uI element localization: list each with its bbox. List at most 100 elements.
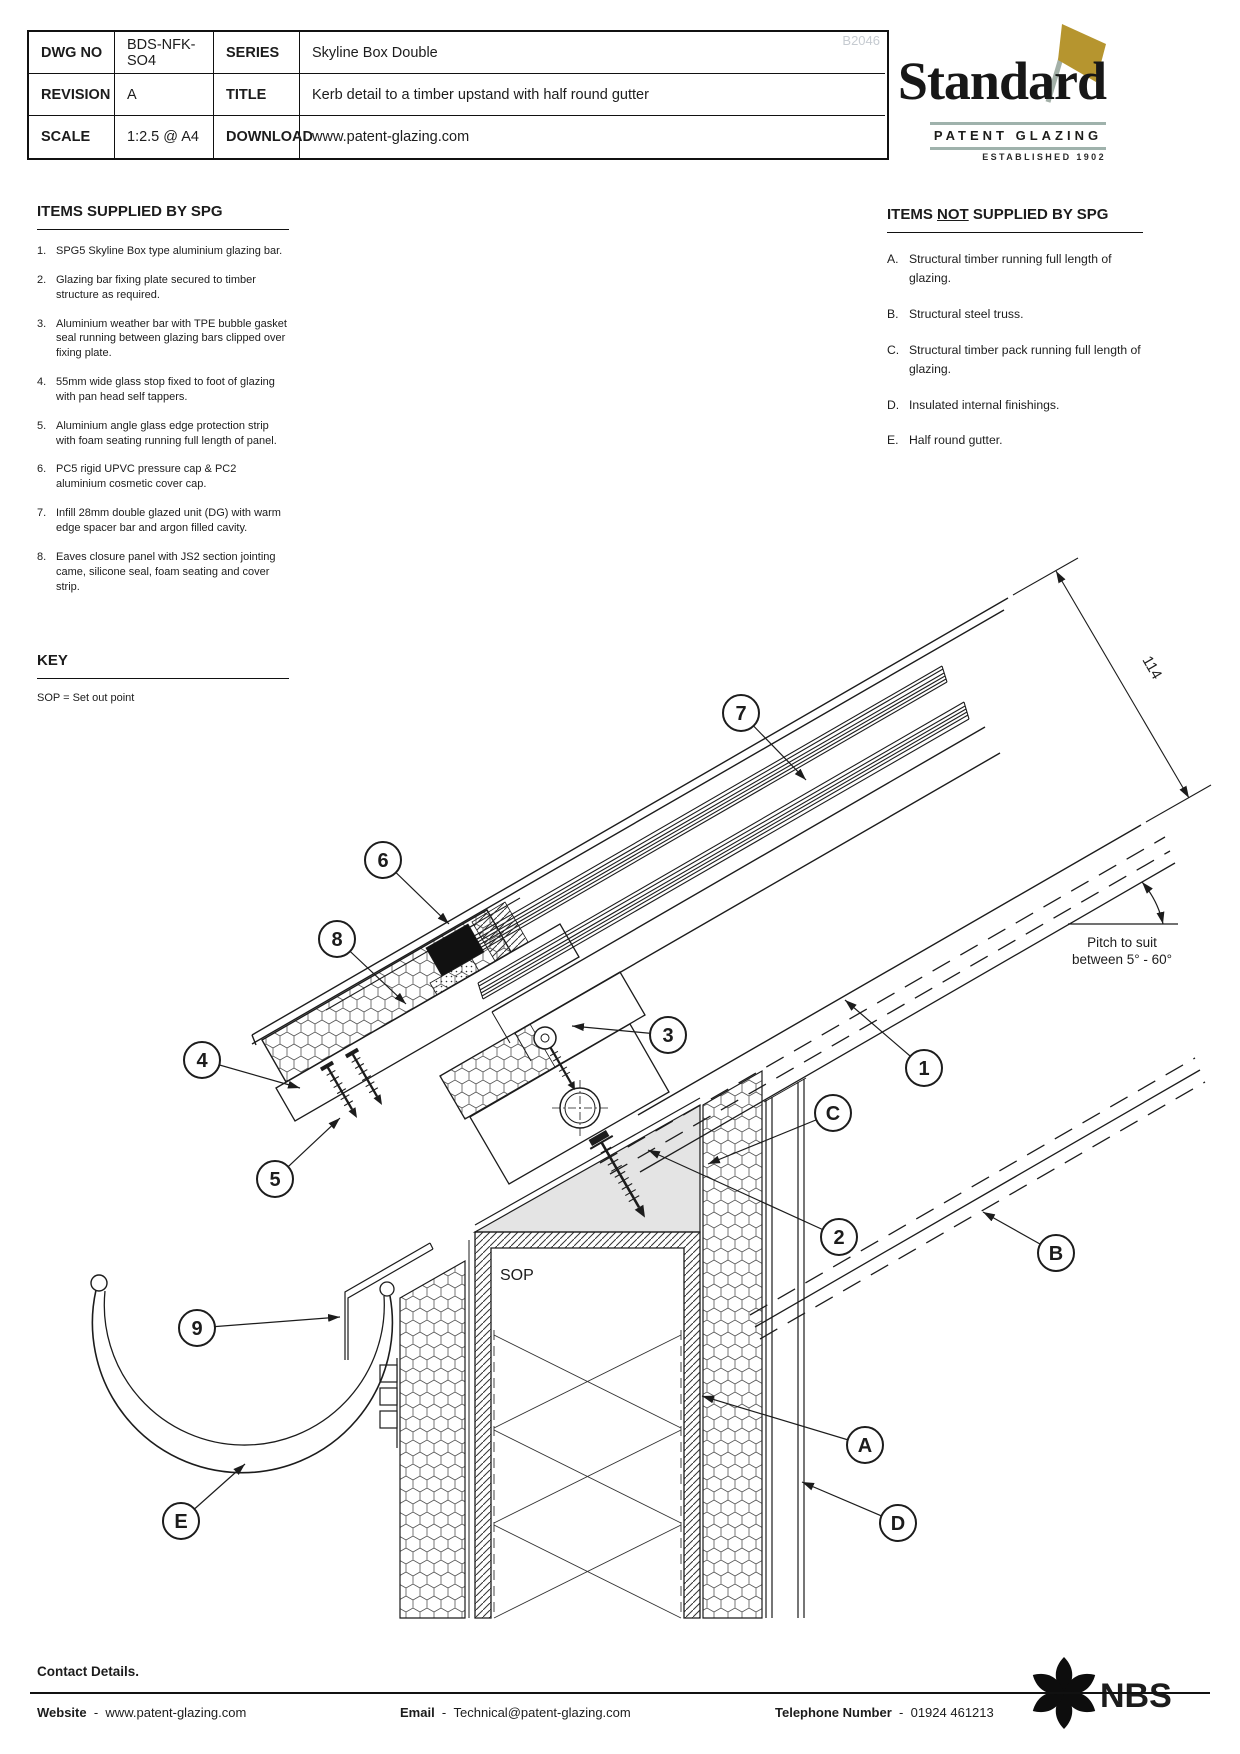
callout-balloon-3: 3 — [649, 1016, 687, 1054]
dimension-114-label: 114 — [1139, 653, 1166, 682]
callout-balloon-8: 8 — [318, 920, 356, 958]
fixing-bolt — [588, 1129, 645, 1218]
svg-text:D: D — [891, 1513, 905, 1535]
insulation-right-column — [702, 1069, 763, 1619]
footer-phone: Telephone Number - 01924 461213 — [775, 1705, 994, 1720]
callout-balloon-A: A — [846, 1426, 884, 1464]
scale-value: 1:2.5 @ A4 — [115, 116, 214, 158]
svg-text:2: 2 — [833, 1227, 844, 1249]
footer-website: Website - www.patent-glazing.com — [37, 1705, 247, 1720]
callout-balloon-C: C — [814, 1094, 852, 1132]
items-not-supplied-list: ITEMS NOT SUPPLIED BY SPG A.Structural t… — [887, 206, 1143, 450]
scale-label: SCALE — [29, 116, 115, 158]
key-heading: KEY — [37, 652, 289, 679]
glazing-lines — [251, 597, 1142, 1116]
list-item: D.Insulated internal finishings. — [887, 397, 1060, 412]
list-item: 7.Infill 28mm double glazed unit (DG) wi… — [37, 507, 281, 534]
pitch-text-line2: between 5° - 60° — [1072, 952, 1172, 967]
pitch-indicator — [1068, 881, 1178, 925]
logo-rule-bottom — [930, 147, 1106, 150]
glazing-bar-bolt-boss — [552, 1080, 608, 1136]
download-label: DOWNLOAD — [214, 116, 313, 158]
callout-balloons: 7 6 8 4 3 5 9 1 2 C B A D E — [162, 694, 1075, 1542]
callout-balloon-7: 7 — [722, 694, 760, 732]
callout-balloon-1: 1 — [905, 1049, 943, 1087]
list-item: 4.55mm wide glass stop fixed to foot of … — [37, 376, 275, 403]
steel-truss-lines — [599, 836, 1206, 1340]
nbs-flower-icon — [1032, 1657, 1096, 1729]
gasket-seal-blocks — [425, 901, 529, 996]
title-block-table: DWG NO BDS-NFK-SO4 SERIES Skyline Box Do… — [27, 30, 889, 160]
footer-email: Email - Technical@patent-glazing.com — [400, 1705, 631, 1720]
insulation-left-column — [399, 1259, 466, 1619]
logo-wordmark: Standard — [897, 51, 1107, 111]
svg-text:1: 1 — [918, 1058, 929, 1080]
phone-value: 01924 461213 — [910, 1705, 994, 1720]
list-item: 5.Aluminium angle glass edge protection … — [37, 419, 277, 447]
callout-balloon-E: E — [162, 1502, 200, 1540]
dwg-no-value: BDS-NFK-SO4 — [115, 32, 214, 74]
list-item: 1.SPG5 Skyline Box type aluminium glazin… — [37, 245, 283, 257]
logo-established: ESTABLISHED 1902 — [982, 152, 1106, 162]
title-value: Kerb detail to a timber upstand with hal… — [300, 74, 885, 116]
callout-balloon-2: 2 — [820, 1218, 858, 1256]
svg-text:6: 6 — [377, 850, 388, 872]
sheet-watermark: B2046 — [842, 33, 880, 48]
download-value: www.patent-glazing.com — [312, 129, 470, 145]
callout-balloon-6: 6 — [364, 841, 402, 879]
key-text: SOP = Set out point — [37, 692, 135, 704]
logo-rule-top — [930, 122, 1106, 125]
callout-balloon-5: 5 — [256, 1160, 294, 1198]
list-item: 6.PC5 rigid UPVC pressure cap & PC2 alum… — [37, 463, 237, 491]
svg-text:B: B — [1049, 1243, 1063, 1265]
drip-flashing — [344, 1242, 434, 1360]
email-value: Technical@patent-glazing.com — [453, 1705, 631, 1720]
svg-text:4: 4 — [196, 1050, 208, 1072]
callout-balloon-4: 4 — [183, 1041, 221, 1079]
svg-text:C: C — [826, 1103, 840, 1125]
callout-balloon-9: 9 — [178, 1309, 216, 1347]
items-supplied-list: ITEMS SUPPLIED BY SPG 1.SPG5 Skyline Box… — [37, 203, 289, 594]
series-value: Skyline Box Double — [300, 32, 885, 74]
list-item: C.Structural timber pack running full le… — [887, 342, 1141, 376]
list-item: 2.Glazing bar fixing plate secured to ti… — [37, 273, 256, 301]
footer-divider — [30, 1692, 1210, 1694]
double-glazed-unit — [461, 665, 970, 1000]
quilt-insulation — [493, 1330, 682, 1619]
key-block: KEY SOP = Set out point — [37, 652, 289, 704]
nbs-logo: NBS — [1032, 1657, 1172, 1729]
svg-text:E: E — [174, 1511, 187, 1533]
timber-upstand — [468, 1231, 701, 1619]
series-label: SERIES — [214, 32, 300, 74]
internal-finishings — [763, 1077, 807, 1618]
title-label: TITLE — [214, 74, 300, 116]
pitch-text-line1: Pitch to suit — [1087, 935, 1157, 950]
gutter-bracket — [379, 1358, 398, 1448]
svg-text:5: 5 — [269, 1169, 280, 1191]
revision-label: REVISION — [29, 74, 115, 116]
logo-tagline: PATENT GLAZING — [933, 128, 1103, 143]
revision-value: A — [115, 74, 214, 116]
items-not-supplied-heading: ITEMS NOT SUPPLIED BY SPG — [887, 206, 1143, 233]
dimension-114 — [1012, 557, 1212, 823]
dwg-no-label: DWG NO — [29, 32, 115, 74]
svg-text:3: 3 — [662, 1025, 673, 1047]
svg-text:A: A — [858, 1435, 872, 1457]
svg-text:8: 8 — [331, 929, 342, 951]
items-supplied-heading: ITEMS SUPPLIED BY SPG — [37, 203, 289, 230]
svg-text:9: 9 — [191, 1318, 202, 1340]
contact-details-heading: Contact Details. — [37, 1664, 140, 1679]
list-item: E.Half round gutter. — [887, 433, 1003, 448]
list-item: 8.Eaves closure panel with JS2 section j… — [37, 550, 276, 593]
list-item: A.Structural timber running full length … — [887, 252, 1112, 285]
sop-label: SOP — [500, 1267, 534, 1284]
svg-text:7: 7 — [735, 703, 746, 725]
list-item: B.Structural steel truss. — [887, 306, 1024, 321]
pan-head-screw — [533, 1026, 575, 1090]
callout-balloon-B: B — [1037, 1234, 1075, 1272]
website-value: www.patent-glazing.com — [105, 1705, 247, 1720]
logo-flag-icon — [1045, 24, 1106, 103]
list-item: 3.Aluminium weather bar with TPE bubble … — [37, 317, 287, 360]
